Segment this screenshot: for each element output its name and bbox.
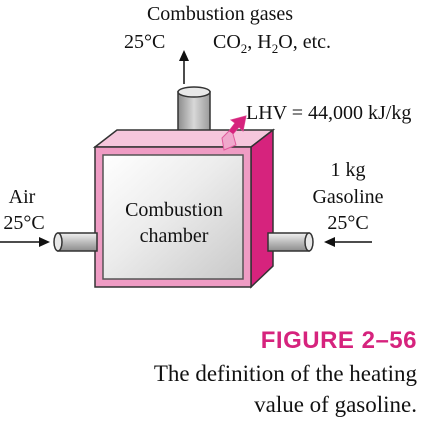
air-label: Air bbox=[9, 186, 36, 208]
exhaust-arrow bbox=[179, 50, 189, 84]
fuel-temp-label: 25°C bbox=[327, 212, 368, 234]
fuel-name-label: Gasoline bbox=[312, 186, 383, 208]
fuel-arrow bbox=[324, 237, 372, 247]
chamber-top-face bbox=[92, 129, 276, 148]
chamber-label-line2: chamber bbox=[140, 225, 209, 247]
fuel-inlet-pipe bbox=[267, 232, 314, 252]
heat-release-arrow bbox=[221, 115, 247, 151]
air-temp-label: 25°C bbox=[3, 212, 44, 234]
lhv-label: LHV = 44,000 kJ/kg bbox=[246, 102, 411, 124]
air-arrow bbox=[0, 237, 50, 247]
chamber-interior bbox=[102, 154, 244, 280]
caption-line-1: The definition of the heating bbox=[153, 361, 417, 386]
fuel-mass-label: 1 kg bbox=[331, 159, 366, 181]
figure-number: FIGURE 2–56 bbox=[260, 327, 417, 354]
chamber-side-face bbox=[250, 128, 274, 289]
combustion-chamber-diagram: Combustion gases 25°C CO2, H2O, etc. LHV… bbox=[0, 3, 411, 289]
caption-line-2: value of gasoline. bbox=[254, 392, 417, 417]
gas-temp-label: 25°C bbox=[124, 31, 165, 53]
gas-species-label: CO2, H2O, etc. bbox=[213, 31, 331, 56]
chamber-label-line1: Combustion bbox=[125, 199, 223, 221]
combustion-gases-label: Combustion gases bbox=[147, 3, 293, 25]
air-inlet-pipe bbox=[53, 232, 98, 252]
